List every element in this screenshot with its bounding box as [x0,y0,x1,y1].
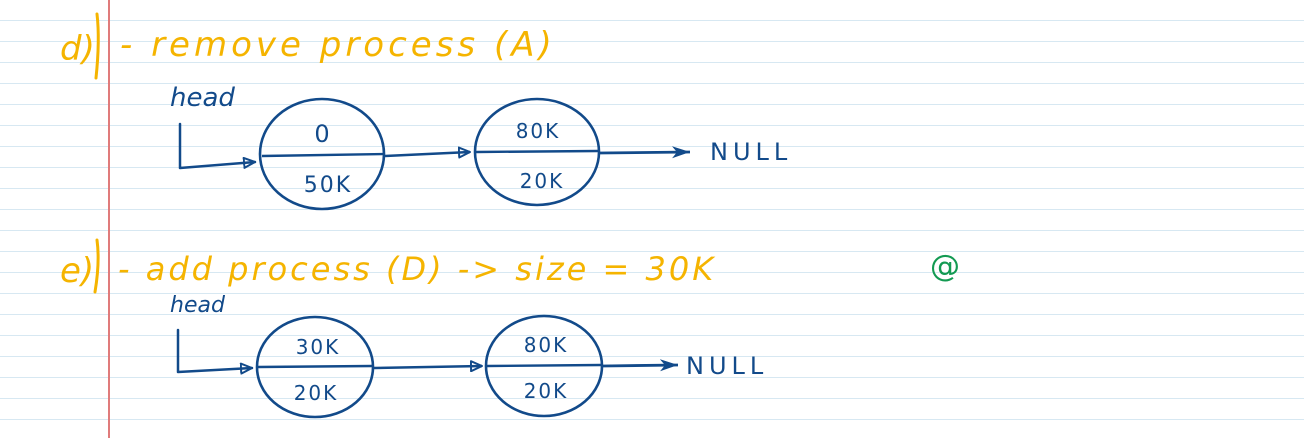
section-e-head-pointer [176,328,254,375]
section-e-node-1-circle [255,315,375,419]
section-d-node-2: 80K 20K [473,97,601,207]
section-e-separator [93,238,100,294]
section-e-marker: @ [930,249,960,284]
margin-line [108,0,110,438]
section-e-head-label: head [170,293,226,318]
section-d-separator [94,12,100,80]
section-e-node-2-top: 80K [524,333,569,357]
section-e-node-1-bottom: 20K [294,381,339,405]
section-e-node-1-divider [257,364,373,369]
section-d-head-pointer [178,122,257,170]
section-e-heading: - add process (D) -> size = 30K [118,250,716,288]
section-d-node-2-bottom: 20K [520,169,565,193]
section-e-node-1: 30K 20K [255,315,375,419]
section-d-node-1-bottom: 50K [304,173,352,198]
section-d-node-2-top: 80K [516,119,561,143]
section-e-null-arrow [602,359,679,372]
section-e-node-2-divider [486,363,602,368]
section-d-node-1: 0 50K [258,97,386,211]
section-d-heading: - remove process (A) [120,25,556,65]
section-d-head-label: head [170,83,235,113]
section-d-node-2-divider [475,149,599,154]
section-e-null: NULL [686,352,768,380]
section-d-node-1-top: 0 [314,120,329,148]
section-e-node-2: 80K 20K [484,314,604,418]
section-e-link-arrow-1 [373,360,483,373]
section-e-node-1-top: 30K [296,335,341,359]
section-d-node-1-divider [261,152,385,158]
section-e-node-2-bottom: 20K [524,379,569,403]
section-d: d) - remove process (A) head 0 50K 80K 2… [60,12,792,211]
section-e: e) - add process (D) -> size = 30K @ hea… [60,238,960,419]
section-d-null: NULL [710,138,792,166]
section-d-link-arrow-1 [384,146,471,159]
section-d-node-2-circle [473,97,601,207]
section-e-node-2-circle [484,314,604,418]
section-e-letter: e) [60,251,94,291]
section-d-null-arrow [599,146,691,159]
section-d-letter: d) [60,29,95,69]
